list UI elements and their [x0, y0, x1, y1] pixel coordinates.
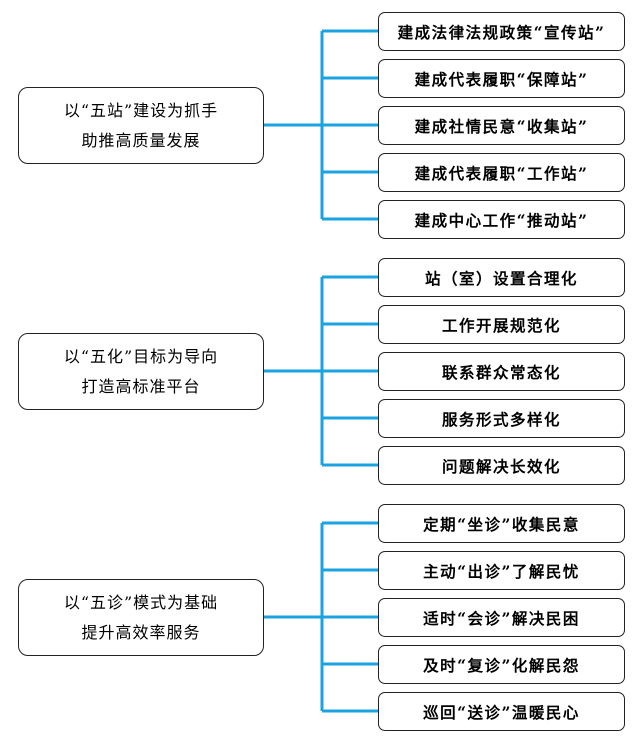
group-1-item-4: 建成代表履职“工作站” [378, 153, 625, 192]
group-3-item-4: 及时“复诊”化解民怨 [378, 645, 625, 684]
group-1-item-2: 建成代表履职“保障站” [378, 59, 625, 98]
group-3-title-line-1: 以“五诊”模式为基础 [63, 592, 219, 612]
group-1-item-3: 建成社情民意“收集站” [378, 106, 625, 145]
group-2-item-4: 服务形式多样化 [378, 399, 625, 438]
group-2-item-1: 站（室）设置合理化 [378, 258, 625, 297]
group-2-item-2: 工作开展规范化 [378, 305, 625, 344]
group-2-item-5: 问题解决长效化 [378, 446, 625, 485]
group-1-item-5: 建成中心工作“推动站” [378, 200, 625, 239]
group-3-item-5: 巡回“送诊”温暖民心 [378, 692, 625, 731]
group-2-title-box: 以“五化”目标为导向 打造高标准平台 [18, 333, 264, 410]
group-3-title-box: 以“五诊”模式为基础 提升高效率服务 [18, 579, 264, 656]
group-2-title-line-2: 打造高标准平台 [81, 376, 201, 396]
group-3-item-3: 适时“会诊”解决民困 [378, 598, 625, 637]
group-2-item-3: 联系群众常态化 [378, 352, 625, 391]
group-3-item-1: 定期“坐诊”收集民意 [378, 504, 625, 543]
group-1-title-line-2: 助推高质量发展 [81, 130, 201, 150]
group-1-title-box: 以“五站”建设为抓手 助推高质量发展 [18, 87, 264, 164]
group-1-title-line-1: 以“五站”建设为抓手 [63, 100, 219, 120]
group-2-title-line-1: 以“五化”目标为导向 [63, 346, 219, 366]
group-3-item-2: 主动“出诊”了解民忧 [378, 551, 625, 590]
group-3-title-line-2: 提升高效率服务 [81, 622, 201, 642]
group-1-item-1: 建成法律法规政策“宣传站” [378, 12, 625, 51]
